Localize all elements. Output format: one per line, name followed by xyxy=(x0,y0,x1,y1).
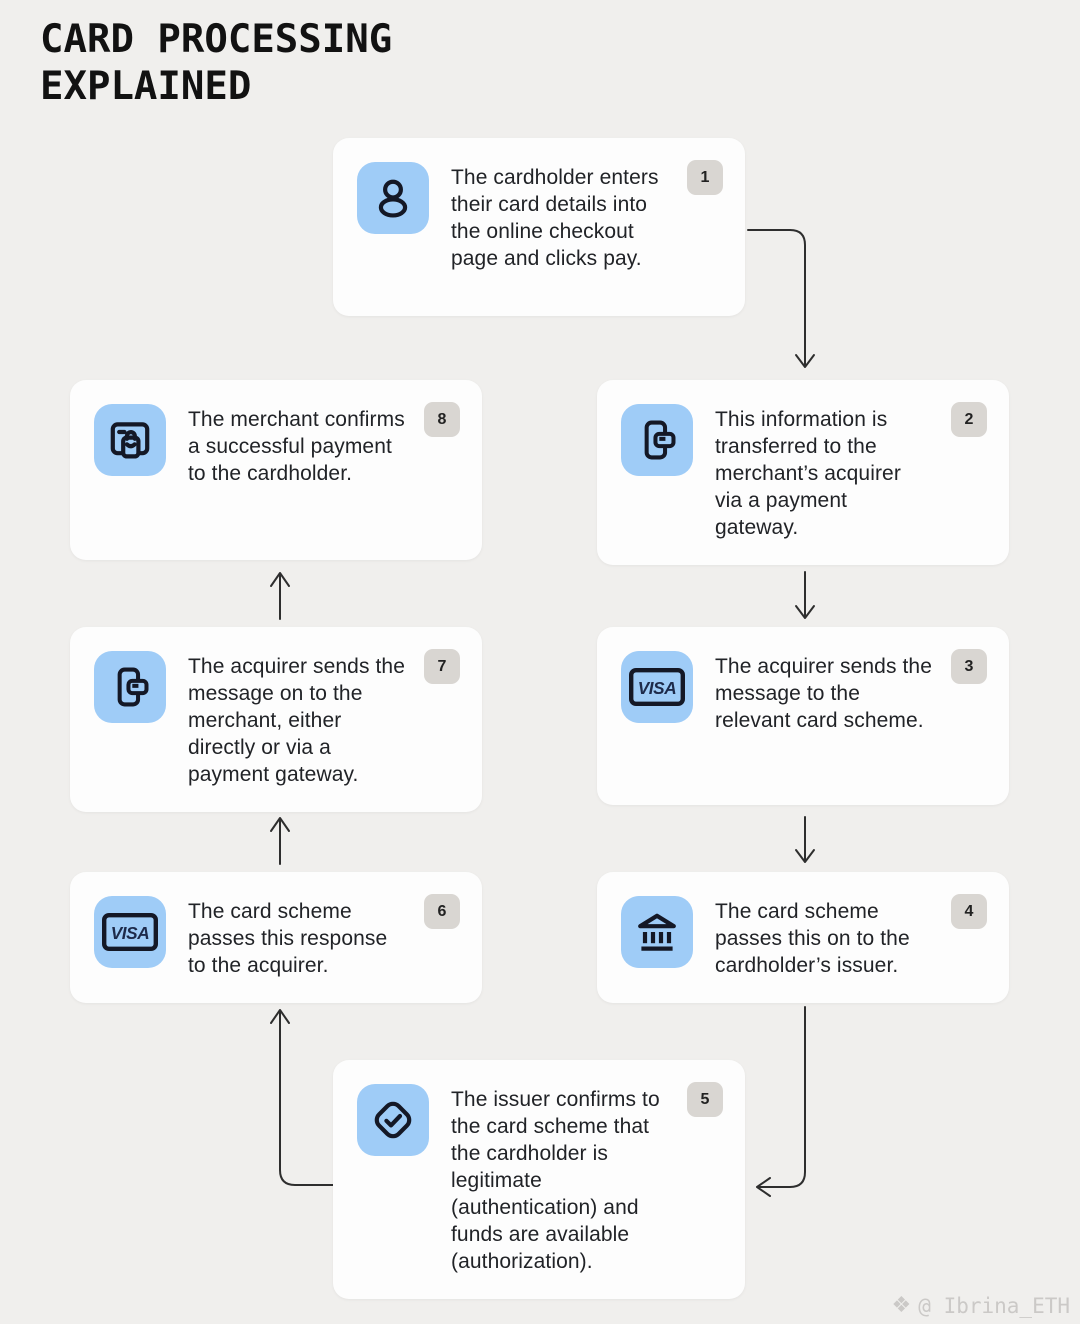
step-text: The cardholder enters their card details… xyxy=(451,166,659,270)
arrow-step1-to-step2 xyxy=(747,229,815,368)
merchant-store-icon xyxy=(94,404,166,476)
arrow-step2-to-step3 xyxy=(795,571,815,619)
step-card-2: This information is transferred to the m… xyxy=(597,380,1009,565)
arrow-step4-to-step5 xyxy=(756,1006,806,1197)
verified-check-icon xyxy=(357,1084,429,1156)
step-card-6: VISA The card scheme passes this respons… xyxy=(70,872,482,1003)
visa-card-icon: VISA xyxy=(621,651,693,723)
step-text: The acquirer sends the message on to the… xyxy=(188,655,405,786)
diamond-logo-icon: ❖ xyxy=(891,1293,912,1318)
step-text: The card scheme passes this response to … xyxy=(188,900,388,977)
svg-text:VISA: VISA xyxy=(111,923,150,943)
step-text: The issuer confirms to the card scheme t… xyxy=(451,1088,660,1273)
payment-gateway-icon xyxy=(94,651,166,723)
step-number-badge: 5 xyxy=(687,1082,723,1117)
step-card-4: The card scheme passes this on to the ca… xyxy=(597,872,1009,1003)
step-card-3: VISA The acquirer sends the message to t… xyxy=(597,627,1009,805)
step-number-badge: 8 xyxy=(424,402,460,437)
step-text: The card scheme passes this on to the ca… xyxy=(715,900,910,977)
arrow-step3-to-step4 xyxy=(795,816,815,863)
step-text: The acquirer sends the message to the re… xyxy=(715,655,932,732)
step-card-1: The cardholder enters their card details… xyxy=(333,138,745,316)
step-number-badge: 1 xyxy=(687,160,723,195)
step-text: This information is transferred to the m… xyxy=(715,408,901,539)
step-card-5: The issuer confirms to the card scheme t… xyxy=(333,1060,745,1299)
step-number-badge: 3 xyxy=(951,649,987,684)
arrow-step7-to-step8 xyxy=(270,572,290,620)
step-text: The merchant confirms a successful payme… xyxy=(188,408,405,485)
user-icon xyxy=(357,162,429,234)
watermark-handle: @ Ibrina_ETH xyxy=(918,1293,1070,1318)
step-card-7: The acquirer sends the message on to the… xyxy=(70,627,482,812)
arrow-step6-to-step7 xyxy=(270,817,290,865)
step-number-badge: 7 xyxy=(424,649,460,684)
svg-text:VISA: VISA xyxy=(638,678,677,698)
page-title: CARD PROCESSING EXPLAINED xyxy=(40,17,393,109)
bank-icon xyxy=(621,896,693,968)
visa-card-icon: VISA xyxy=(94,896,166,968)
step-number-badge: 4 xyxy=(951,894,987,929)
arrow-step5-to-step6 xyxy=(270,1009,334,1186)
watermark: ❖ @ Ibrina_ETH xyxy=(892,1293,1070,1318)
payment-gateway-icon xyxy=(621,404,693,476)
step-number-badge: 2 xyxy=(951,402,987,437)
step-card-8: The merchant confirms a successful payme… xyxy=(70,380,482,560)
step-number-badge: 6 xyxy=(424,894,460,929)
